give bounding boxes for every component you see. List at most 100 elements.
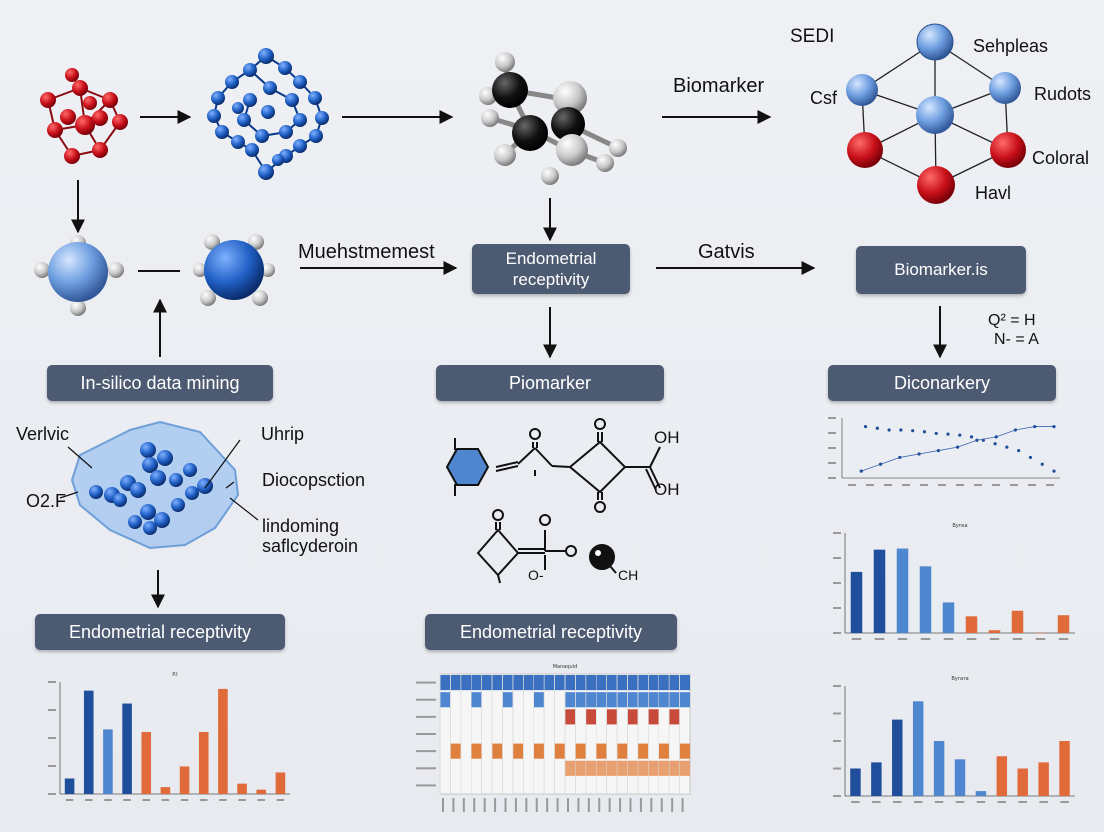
bar — [975, 791, 987, 796]
heatmap-cell — [617, 692, 628, 708]
heatmap-cell — [627, 760, 638, 776]
heatmap-cell — [606, 692, 618, 708]
bar — [1017, 768, 1028, 796]
heatmap-cell — [575, 743, 586, 759]
tick-label — [851, 801, 860, 803]
heatmap-cell — [471, 692, 482, 708]
gatvis-label: Gatvis — [698, 241, 755, 263]
light-blue-atom — [34, 235, 124, 316]
heatmap-cell — [606, 709, 618, 725]
heatmap-cell — [679, 692, 690, 708]
heatmap-cell — [669, 675, 680, 691]
y-tick-label — [828, 417, 836, 419]
scatter-point — [1005, 445, 1009, 449]
heatmap-cell — [471, 743, 482, 759]
x-tick-label — [1046, 484, 1054, 486]
scatter-point — [922, 430, 927, 434]
scatter-point — [1028, 455, 1033, 460]
row-label — [416, 715, 436, 718]
scatter-point — [911, 429, 915, 433]
heatmap-cell — [606, 760, 618, 776]
bar-chart-left: P.I — [48, 672, 290, 801]
tick-label — [238, 799, 246, 801]
col-label — [629, 798, 632, 812]
tick-label — [920, 638, 931, 640]
heatmap-cell — [596, 675, 607, 691]
tick-label — [84, 799, 93, 801]
heatmap-cell — [544, 675, 555, 691]
bar — [912, 701, 924, 796]
heatmap-cell — [554, 743, 565, 759]
heatmap-cell — [637, 675, 649, 691]
scatter-point — [1052, 424, 1056, 429]
tick-label — [1058, 638, 1069, 640]
heatmap-cell — [440, 675, 451, 691]
heatmap-cell — [502, 692, 513, 708]
y-tick-label — [833, 532, 841, 534]
bar — [954, 759, 966, 796]
heatmap-cell — [502, 675, 513, 691]
heatmap-cell — [512, 675, 524, 691]
heatmap-cell — [533, 743, 545, 759]
heatmap-cell — [565, 675, 576, 691]
bar — [1011, 610, 1024, 633]
bar — [873, 549, 886, 633]
scatter-point — [899, 428, 903, 432]
endometrial-receptivity-center-box: Endometrial receptivity — [425, 614, 677, 650]
heatmap-cell — [481, 675, 493, 691]
tick-label — [276, 799, 285, 801]
muehstmemest-label: Muehstmemest — [298, 241, 435, 263]
bar — [850, 571, 863, 633]
heatmap-cell — [565, 709, 576, 725]
heatmap-cell — [627, 709, 638, 725]
heatmap-cell — [575, 692, 586, 708]
y-tick-label — [828, 432, 836, 434]
bar — [942, 602, 955, 633]
y-tick-label — [833, 795, 841, 797]
tick-label — [851, 638, 862, 640]
tick-label — [934, 801, 944, 803]
chem-oh-bottom: OH — [654, 480, 680, 499]
bar-chart-right-top: Bynsa — [833, 523, 1075, 640]
diocopsction-label: Diocopsction — [262, 470, 366, 490]
tick-label — [997, 801, 1007, 803]
saflcyderoin-label: saflcyderoin — [262, 536, 359, 556]
heatmap-cell — [658, 692, 670, 708]
heatmap-cell — [554, 675, 565, 691]
col-label — [483, 798, 486, 812]
col-label — [660, 798, 663, 812]
chemical-structure-bottom — [476, 509, 617, 584]
col-label — [577, 798, 580, 812]
bar-chart-right-bottom: Bynsra — [833, 676, 1075, 803]
tick-label — [1018, 801, 1027, 803]
protein-cluster — [59, 420, 259, 550]
col-label — [514, 798, 517, 812]
bar — [237, 783, 247, 794]
x-tick-label — [1028, 484, 1036, 486]
tick-label — [257, 799, 266, 801]
x-tick-label — [992, 484, 1000, 486]
tick-label — [1060, 801, 1069, 803]
scatter-point — [994, 435, 998, 439]
tick-label — [1035, 638, 1046, 640]
heatmap-cell — [637, 760, 649, 776]
endometrial-receptivity-left-box: Endometrial receptivity — [35, 614, 285, 650]
scatter-point — [1052, 469, 1056, 473]
bar — [1057, 615, 1070, 633]
scatter-point — [993, 442, 997, 446]
x-tick-label — [938, 484, 946, 486]
y-tick-label — [48, 793, 56, 795]
row-label — [416, 750, 436, 753]
row-label — [416, 698, 436, 701]
x-tick-label — [956, 484, 964, 486]
tick-label — [989, 638, 1000, 640]
bar — [122, 703, 132, 794]
row-label — [416, 767, 436, 770]
heatmap-cell — [669, 709, 680, 725]
y-tick-label — [48, 737, 56, 739]
col-label — [452, 798, 455, 812]
tick-label — [874, 638, 885, 640]
col-label — [608, 798, 611, 812]
y-tick-label — [48, 681, 56, 683]
